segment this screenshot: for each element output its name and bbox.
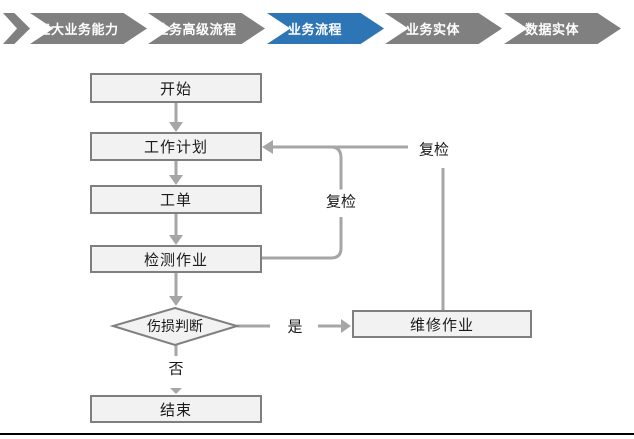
node-label: 维修作业 [409,316,474,334]
node-inspection-job: 检测作业 [90,245,262,273]
arrowhead-right-icon [341,319,351,333]
node-label: 开始 [159,80,192,98]
edge-label-recheck-outer: 复检 [414,137,454,161]
slide-bottom-border [0,433,634,435]
node-repair-job: 维修作业 [352,310,532,338]
arrowhead-left-icon [262,140,273,154]
arrowhead-down-icon [169,296,183,306]
arrowhead-down-icon [170,388,182,394]
node-start: 开始 [90,73,262,103]
breadcrumb-step-data-entity[interactable]: 数据实体 [504,13,621,44]
node-work-plan: 工作计划 [90,132,262,161]
arrowhead-down-icon [169,175,183,185]
breadcrumb-step-capabilities[interactable]: 五大业务能力 [30,13,147,44]
node-label: 结束 [159,401,192,419]
breadcrumb-step-label: 五大业务能力 [37,22,119,37]
node-end: 结束 [90,395,262,423]
breadcrumb-step-label: 业务实体 [405,22,460,37]
node-label: 检测作业 [143,251,208,269]
breadcrumb-step-high-level-process[interactable]: 业务高级流程 [148,13,265,44]
arrowhead-down-icon [169,235,183,245]
arrowhead-down-icon [169,122,183,132]
breadcrumb-step-label: 业务高级流程 [155,22,237,37]
node-label: 工单 [159,192,192,209]
connector-recheck-inner-top [330,145,343,190]
connector-recheck-inner-bottom [262,217,343,260]
node-label: 工作计划 [143,139,208,156]
node-work-order: 工单 [90,185,262,214]
node-damage-decision-label: 伤损判断 [147,318,203,334]
breadcrumb-step-label: 业务流程 [287,22,342,37]
decision-diamond [109,306,241,347]
edge-label-recheck-inner: 复检 [321,189,361,213]
edge-label-no: 否 [164,356,188,380]
breadcrumb-step-label: 数据实体 [524,22,579,37]
edge-label-yes: 是 [283,314,307,338]
